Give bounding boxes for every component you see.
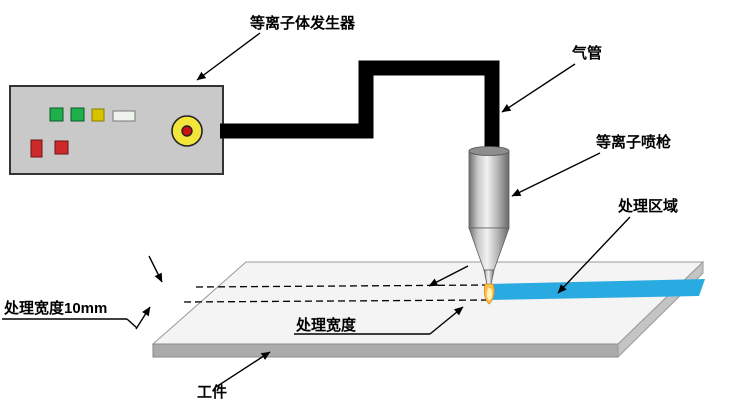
treatment-path-dashed-lines <box>183 284 488 303</box>
label-plasma-gun: 等离子喷枪 <box>596 133 671 151</box>
treated-area-strip <box>487 279 705 300</box>
annotation-arrows <box>2 32 631 388</box>
label-treatment-area: 处理区域 <box>617 197 678 215</box>
width-pointer-upper <box>428 265 469 287</box>
arrow-to-strip-edge <box>429 306 464 335</box>
plasma-flame <box>483 283 495 305</box>
arrow-to-workpiece <box>215 351 271 388</box>
flame-inner <box>486 288 493 300</box>
indicator-red-2 <box>54 140 69 155</box>
label-treatment-width: 处理宽度 <box>295 316 357 334</box>
plate-front-face <box>152 343 619 358</box>
plasma-generator-box <box>9 85 224 175</box>
width-arrow-top <box>148 255 163 283</box>
indicator-red-1 <box>30 139 43 158</box>
label-air-tube: 气管 <box>571 44 602 62</box>
indicator-yellow <box>91 108 105 122</box>
dashed-line-bottom <box>183 299 488 303</box>
label-treatment-width-10mm: 处理宽度10mm <box>3 299 107 317</box>
air-tube-cable <box>220 60 500 152</box>
plate-top-face <box>151 261 705 345</box>
indicator-display <box>112 110 136 122</box>
indicator-green-1 <box>49 107 64 122</box>
plasma-gun <box>468 146 510 305</box>
width-arrow-bottom <box>135 306 151 330</box>
label-workpiece: 工件 <box>197 383 227 401</box>
indicator-green-2 <box>70 107 85 122</box>
arrow-to-air-tube <box>501 63 576 113</box>
width-label-leader <box>126 318 138 329</box>
power-button-center <box>181 125 193 137</box>
arrow-to-plasma-gun <box>511 152 601 197</box>
gun-body <box>468 150 510 229</box>
gun-top-cap <box>468 146 510 156</box>
workpiece-plate <box>151 260 705 359</box>
arrow-to-treatment-area <box>557 216 631 294</box>
arrow-to-generator <box>196 32 261 81</box>
dashed-line-top <box>195 284 488 288</box>
label-generator: 等离子体发生器 <box>250 14 356 32</box>
annotation-labels: 等离子体发生器 气管 等离子喷枪 处理区域 处理宽度10mm 处理宽度 工件 <box>3 14 678 401</box>
